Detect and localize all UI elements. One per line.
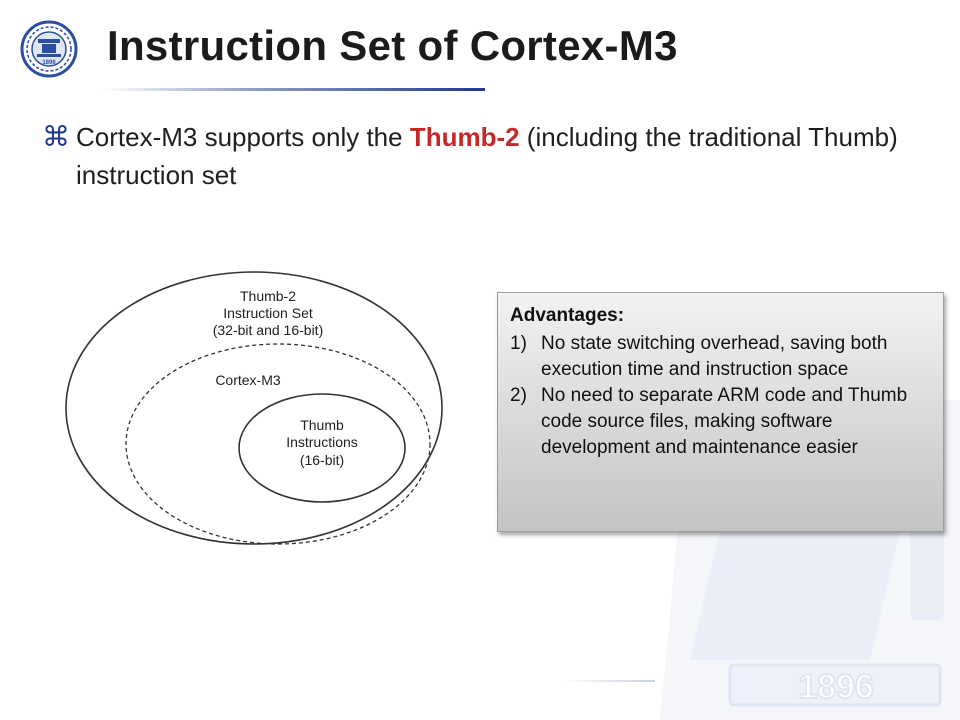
thumb2-label-line3: (32-bit and 16-bit) [213,322,324,338]
footer-line [560,680,655,682]
logo-year: 1896 [42,60,56,66]
advantages-title: Advantages: [510,305,625,326]
advantage-number: 1) [510,333,527,354]
thumb2-ellipse [65,271,443,545]
advantage-item: 2) No need to separate ARM code and Thum… [510,383,931,461]
title-underline [100,88,485,91]
watermark-year: 1896 [798,668,874,706]
advantage-item: 1) No state switching overhead, saving b… [510,331,931,383]
thumb-ellipse [238,393,406,503]
thumb2-label-line2: Instruction Set [223,305,313,321]
advantage-text: No state switching overhead, saving both… [541,333,888,380]
thumb-label-line1: Thumb [300,417,344,433]
bullet-highlight: Thumb-2 [409,122,520,152]
bullet-text-after: (including the traditional Thumb) instru… [76,122,898,190]
thumb2-label-line1: Thumb-2 [240,288,296,304]
page-title: Instruction Set of Cortex-M3 [107,22,678,69]
instruction-set-diagram: Thumb-2 Instruction Set (32-bit and 16-b… [65,271,443,545]
thumb-label-line2: Instructions [286,434,358,450]
bullet-text: Cortex-M3 supports only the Thumb-2 (inc… [76,118,902,194]
bullet-point: ⌘ Cortex-M3 supports only the Thumb-2 (i… [42,118,902,194]
advantage-number: 2) [510,385,527,406]
university-logo: 1896 [20,20,78,78]
thumb-label-line3: (16-bit) [300,452,344,468]
cortex-m3-label: Cortex-M3 [215,372,281,388]
cortex-m3-ellipse [125,343,431,545]
bullet-text-before: Cortex-M3 supports only the [76,122,410,152]
advantages-box: Advantages: 1) No state switching overhe… [497,292,944,532]
advantage-text: No need to separate ARM code and Thumb c… [541,385,908,458]
command-key-bullet-icon: ⌘ [42,120,70,153]
